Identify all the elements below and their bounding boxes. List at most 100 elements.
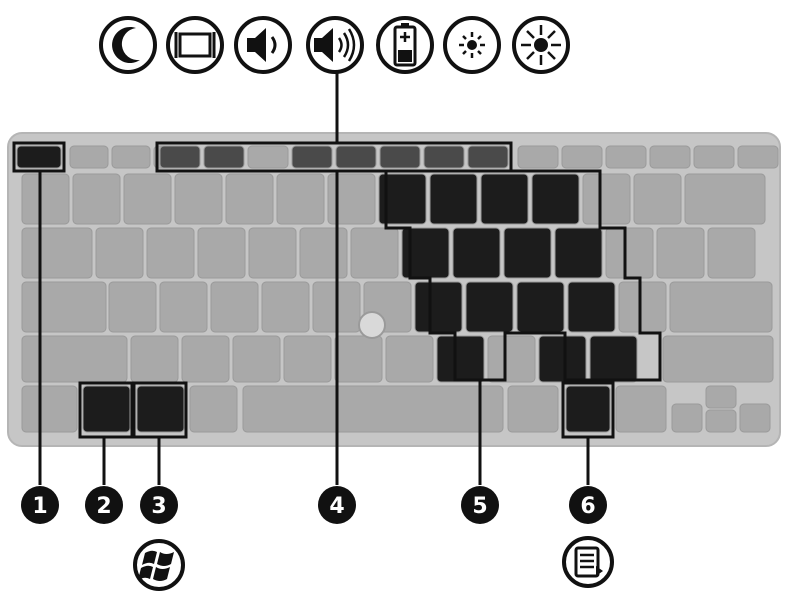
key-bottom-row: [590, 336, 637, 382]
key-top-row: [198, 228, 245, 278]
key-f-highlight: [160, 146, 200, 168]
key-number-row: [124, 174, 171, 224]
key-home-row: [415, 282, 462, 332]
applications-menu-icon: [564, 538, 612, 586]
key-home-row: [160, 282, 207, 332]
windows-logo-icon: [135, 541, 183, 589]
sleep-icon: [101, 18, 155, 72]
callout-5: 5: [461, 486, 499, 524]
callout-3: 3: [140, 486, 178, 524]
key-arrow-right: [740, 404, 770, 432]
key-bottom-row: [437, 336, 484, 382]
key-top-row: [708, 228, 755, 278]
key-top-row: [249, 228, 296, 278]
key-arrow-up: [706, 386, 736, 408]
callouts: 1 2 3 4 5 6: [21, 486, 607, 524]
key-number-row: [226, 174, 273, 224]
key-home-row: [619, 282, 666, 332]
key-number-row: [175, 174, 222, 224]
key-ctrl-right: [616, 386, 666, 432]
key-bottom-row: [335, 336, 382, 382]
key-caps-lock: [22, 282, 106, 332]
key-f-highlight: [292, 146, 332, 168]
key-bottom-row: [539, 336, 586, 382]
brightness-up-icon: [514, 18, 568, 72]
callout-5-label: 5: [472, 494, 487, 519]
key-f-highlight: [204, 146, 244, 168]
key-home-row: [568, 282, 615, 332]
key-enter: [670, 282, 772, 332]
key-home-row: [211, 282, 258, 332]
key-number-row: [634, 174, 681, 224]
key-bottom-row: [131, 336, 178, 382]
key-f-right: [606, 146, 646, 168]
key-shift-left: [22, 336, 127, 382]
key-top-row: [555, 228, 602, 278]
callout-3-label: 3: [151, 494, 166, 519]
volume-up-icon: [308, 18, 362, 72]
callout-6-label: 6: [580, 494, 595, 519]
key-f-right: [562, 146, 602, 168]
key-top-row: [96, 228, 143, 278]
key-top-row: [657, 228, 704, 278]
callout-1-label: 1: [32, 494, 47, 519]
key-f-right: [738, 146, 778, 168]
key-tab: [22, 228, 92, 278]
key-top-row: [504, 228, 551, 278]
key-ctrl: [22, 386, 77, 432]
callout-4-label: 4: [329, 494, 344, 519]
volume-down-icon: [236, 18, 290, 72]
key-f-highlight: [248, 146, 288, 168]
key-number-row: [73, 174, 120, 224]
key-top-row: [351, 228, 398, 278]
key-f-left: [70, 146, 108, 168]
key-bottom-row: [488, 336, 535, 382]
key-alt: [190, 386, 237, 432]
key-f-highlight: [336, 146, 376, 168]
callout-2-label: 2: [96, 494, 111, 519]
key-backspace: [685, 174, 765, 224]
key-f-right: [694, 146, 734, 168]
key-top-row: [453, 228, 500, 278]
key-f-left: [112, 146, 150, 168]
top-icons: [101, 18, 568, 72]
callout-1: 1: [21, 486, 59, 524]
key-number-row: [481, 174, 528, 224]
key-f-right: [650, 146, 690, 168]
key-arrow-left: [672, 404, 702, 432]
key-bottom-row: [233, 336, 280, 382]
key-menu: [566, 386, 610, 432]
key-fn: [83, 386, 130, 432]
callout-2: 2: [85, 486, 123, 524]
key-f-highlight: [468, 146, 508, 168]
key-home-row: [262, 282, 309, 332]
key-number-row: [22, 174, 69, 224]
key-number-row: [532, 174, 579, 224]
key-home-row: [109, 282, 156, 332]
key-alt-gr: [508, 386, 558, 432]
pointing-stick: [359, 312, 385, 338]
key-home-row: [517, 282, 564, 332]
brightness-down-icon: [445, 18, 499, 72]
key-top-row: [300, 228, 347, 278]
key-esc: [17, 146, 61, 168]
key-shift-right: [663, 336, 773, 382]
battery-icon: [378, 18, 432, 72]
key-bottom-row: [284, 336, 331, 382]
key-space: [243, 386, 503, 432]
callout-4: 4: [318, 486, 356, 524]
switch-display-icon: [168, 18, 222, 72]
callout-6: 6: [569, 486, 607, 524]
key-number-row: [583, 174, 630, 224]
key-arrow-down: [706, 410, 736, 432]
key-number-row: [328, 174, 375, 224]
key-bottom-row: [386, 336, 433, 382]
key-f-highlight: [380, 146, 420, 168]
key-bottom-row: [182, 336, 229, 382]
key-top-row: [606, 228, 653, 278]
key-top-row: [147, 228, 194, 278]
key-number-row: [277, 174, 324, 224]
key-windows: [137, 386, 184, 432]
key-f-right: [518, 146, 558, 168]
